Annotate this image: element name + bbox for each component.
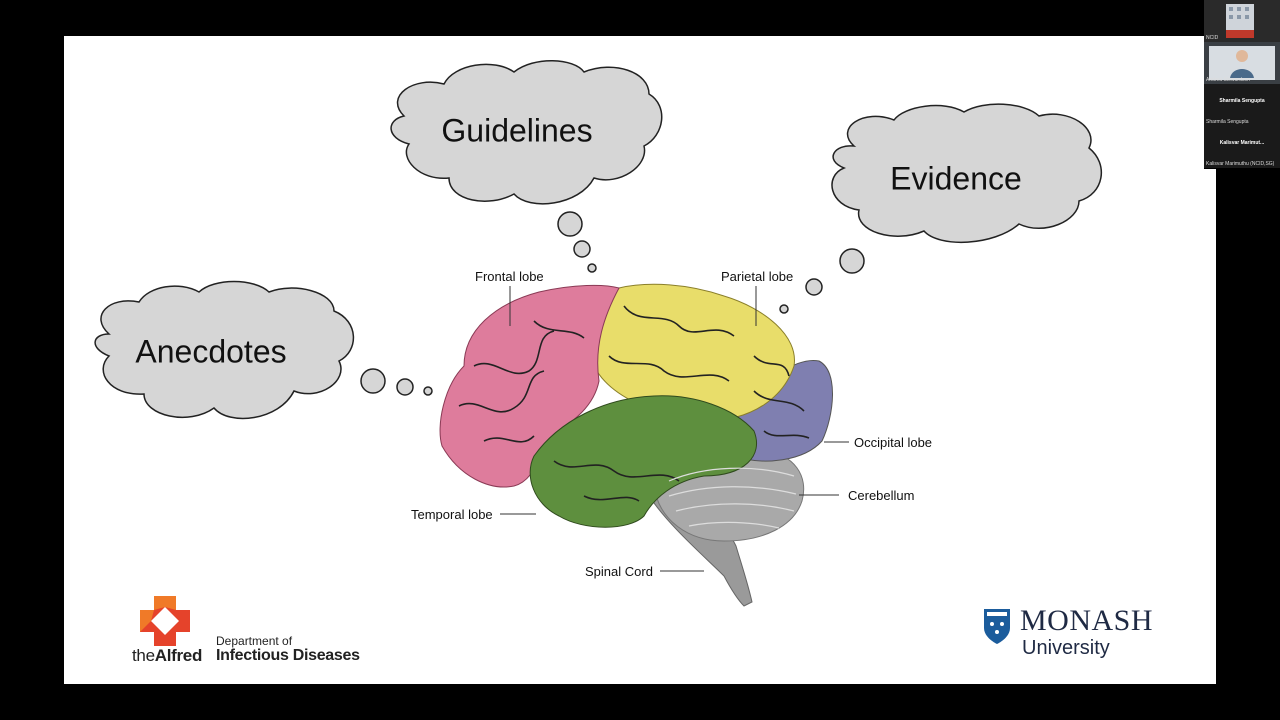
presentation-slide: Guidelines Evidence Anecdotes Frontal lo… — [64, 36, 1216, 684]
spinal-cord-label: Spinal Cord — [585, 564, 653, 579]
video-participants-panel: NCID Andrea Stewardson Sharmila Sengupta… — [1204, 0, 1280, 169]
occipital-lobe-label: Occipital lobe — [854, 435, 933, 450]
temporal-lobe-shape — [529, 395, 757, 528]
evidence-cloud-text: Evidence — [890, 160, 1022, 197]
anecdotes-cloud-text: Anecdotes — [135, 333, 287, 370]
participant-center-name: Kalisvar Marimut... — [1219, 140, 1265, 146]
slide-diagram — [94, 60, 1103, 646]
temporal-lobe-label: Temporal lobe — [411, 507, 493, 522]
label-leader-lines — [500, 286, 849, 572]
guidelines-cloud-text: Guidelines — [441, 112, 593, 149]
parietal-lobe-label: Parietal lobe — [721, 269, 794, 284]
alfred-wordmark: theAlfred — [132, 646, 203, 665]
monash-logo: MONASH University — [982, 604, 1172, 664]
frontal-lobe-label: Frontal lobe — [475, 269, 544, 284]
participant-tile[interactable]: Andrea Stewardson — [1204, 42, 1280, 85]
monash-crest — [984, 609, 1010, 644]
monash-wordmark: MONASH — [1020, 604, 1154, 637]
participant-tile[interactable]: NCID — [1204, 0, 1280, 43]
evidence-bubbles — [779, 248, 865, 314]
guidelines-cloud — [390, 60, 663, 205]
participant-tile[interactable]: Sharmila Sengupta Sharmila Sengupta — [1204, 84, 1280, 127]
participant-center-name: Sharmila Sengupta — [1219, 98, 1265, 104]
evidence-cloud — [831, 103, 1103, 244]
department-label: Department of — [216, 634, 293, 648]
alfred-logo: theAlfred Department of Infectious Disea… — [132, 596, 372, 666]
monash-university-label: University — [1022, 637, 1110, 659]
cerebellum-folia — [668, 467, 797, 529]
participant-name: Andrea Stewardson — [1206, 77, 1250, 83]
participant-tile[interactable]: Kalisvar Marimut... Kalisvar Marimuthu (… — [1204, 126, 1280, 169]
anecdotes-bubbles — [360, 368, 433, 396]
guidelines-bubbles — [557, 211, 597, 273]
cerebellum-label: Cerebellum — [848, 488, 915, 503]
person-video-thumbnail — [1204, 42, 1280, 84]
infectious-diseases-label: Infectious Diseases — [216, 647, 360, 664]
brain-gyri-lines — [458, 305, 810, 502]
alfred-logo-mark — [140, 596, 190, 646]
building-video-thumbnail — [1204, 0, 1280, 42]
participant-name: NCID — [1206, 35, 1219, 41]
anecdotes-cloud — [94, 280, 355, 420]
participant-name: Kalisvar Marimuthu (NCID,SG) — [1206, 161, 1275, 167]
brain-illustration — [439, 283, 833, 607]
participant-name: Sharmila Sengupta — [1206, 119, 1249, 125]
